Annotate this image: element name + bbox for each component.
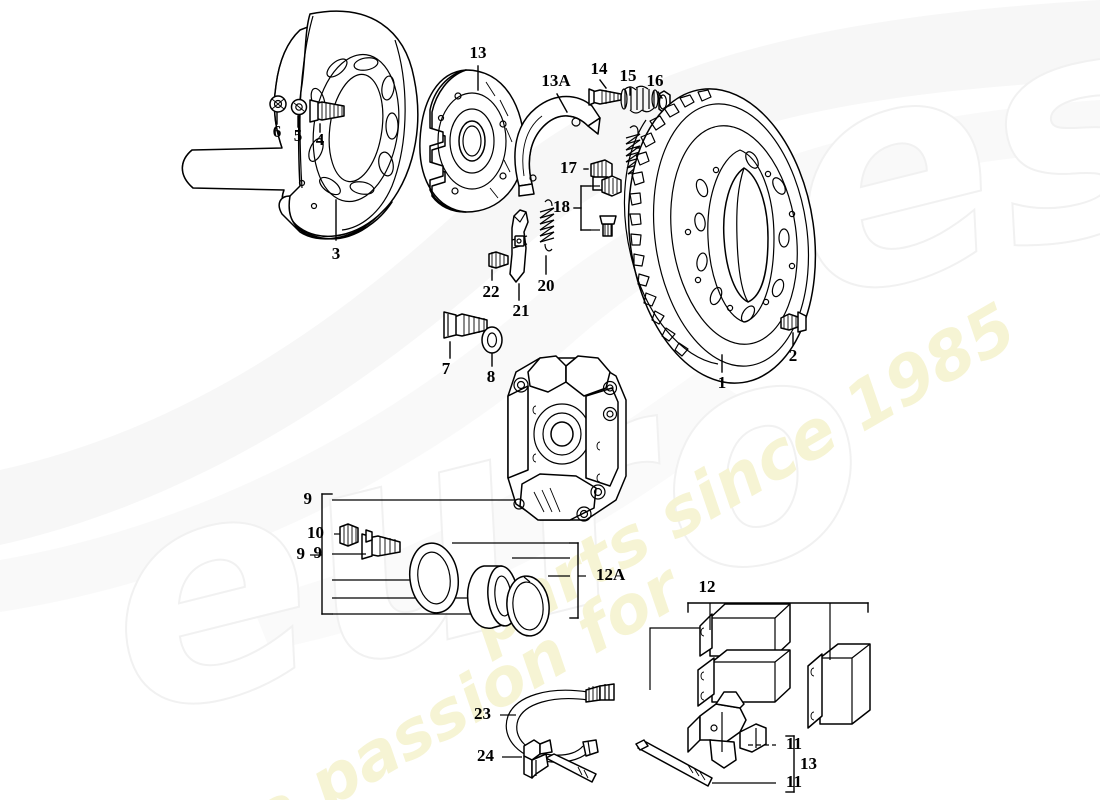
callout-4: 4	[316, 123, 325, 149]
part-caliper-bolt-washer	[481, 326, 503, 354]
part-shield-bolt	[309, 99, 345, 123]
part-brake-disc-rotor	[623, 88, 817, 384]
callout-bracket-14: 12A	[452, 542, 626, 619]
pad-set-leader	[649, 627, 700, 690]
callout-2: 2	[789, 332, 798, 365]
part-brake-pad-set	[697, 603, 871, 729]
callout-label-1: 1	[718, 373, 727, 392]
callout-label-2: 2	[789, 346, 798, 365]
callout-label-24: 21	[513, 301, 530, 320]
callout-17: 14	[591, 59, 609, 89]
part-rotor-retaining-screw	[780, 311, 807, 333]
callout-label-25: 22	[483, 282, 500, 301]
callout-8: 8	[487, 353, 496, 386]
part-shield-washer	[290, 98, 308, 116]
callout-3: 3	[332, 199, 341, 263]
callout-label-18: 15	[620, 66, 637, 85]
callout-label-14: 12A	[596, 565, 626, 584]
callout-25: 22	[483, 269, 500, 301]
callout-21: 18	[553, 197, 582, 216]
callout-label-17: 14	[591, 59, 609, 78]
part-hose-retaining-clip	[523, 739, 553, 779]
callout-label-23: 20	[538, 276, 555, 295]
callout-label-4: 4	[316, 130, 325, 149]
part-hold-down-kit	[580, 175, 622, 237]
part-caliper-mounting-bolt	[443, 311, 488, 339]
callout-15: 13	[470, 43, 487, 91]
part-return-spring-lower	[539, 199, 555, 252]
callout-label-15: 13	[470, 43, 487, 62]
callout-label-19: 16	[647, 71, 664, 90]
part-brake-dust-shield	[181, 10, 419, 240]
part-brake-hose	[505, 683, 615, 783]
callout-label-13: 12	[699, 577, 716, 596]
callout-label-3: 3	[332, 244, 341, 263]
callout-label-26: 23	[474, 704, 491, 723]
callout-label-11: 10	[307, 523, 324, 542]
callout-6: 6	[273, 112, 282, 141]
callout-label-5: 5	[294, 126, 303, 145]
callout-23: 20	[538, 255, 555, 295]
callout-label-27: 24	[477, 746, 495, 765]
part-brake-shoe-lever	[509, 209, 529, 283]
callout-20: 17	[560, 158, 589, 177]
callout-24: 21	[513, 283, 530, 320]
callout-12: 11	[712, 772, 802, 791]
callout-label-13a: 13	[800, 754, 817, 773]
callout-27: 24	[477, 746, 522, 765]
callout-label-7: 7	[442, 359, 451, 378]
part-parking-brake-shoe	[514, 95, 601, 197]
callout-label-9-top: 9	[304, 489, 313, 508]
part-brake-caliper	[507, 355, 627, 522]
callout-1: 1	[718, 354, 727, 392]
callout-26: 23	[474, 704, 516, 723]
part-bleeder-screw	[361, 529, 401, 560]
callout-16: 13A	[541, 71, 571, 113]
callout-label-9: 9	[297, 544, 306, 563]
watermark-brand-es: es	[749, 0, 1100, 370]
callout-bracket-13a: 13	[785, 735, 817, 793]
part-shield-lock-washer	[269, 95, 287, 113]
part-shoe-retaining-cap	[590, 159, 613, 191]
part-pad-retaining-pin	[635, 739, 713, 787]
callout-label-10: 9	[314, 543, 323, 562]
part-lever-pin	[488, 251, 509, 269]
callout-bracket-13: 12	[687, 577, 869, 660]
callout-label-8: 8	[487, 367, 496, 386]
callout-label-16: 13A	[541, 71, 571, 90]
callout-label-20: 17	[560, 158, 578, 177]
part-caliper-seal-kit	[408, 542, 550, 637]
part-parking-brake-backing-plate	[419, 69, 525, 213]
callout-11: 10	[307, 523, 340, 542]
callout-7: 7	[442, 341, 451, 378]
callout-label-6: 6	[273, 122, 282, 141]
part-bleeder-cap	[339, 523, 359, 547]
callout-label-21: 18	[553, 197, 570, 216]
callout-18: 15	[620, 66, 637, 96]
callout-10: 9	[314, 543, 366, 562]
callout-19: 16	[647, 71, 664, 99]
callout-5: 5	[294, 115, 303, 145]
